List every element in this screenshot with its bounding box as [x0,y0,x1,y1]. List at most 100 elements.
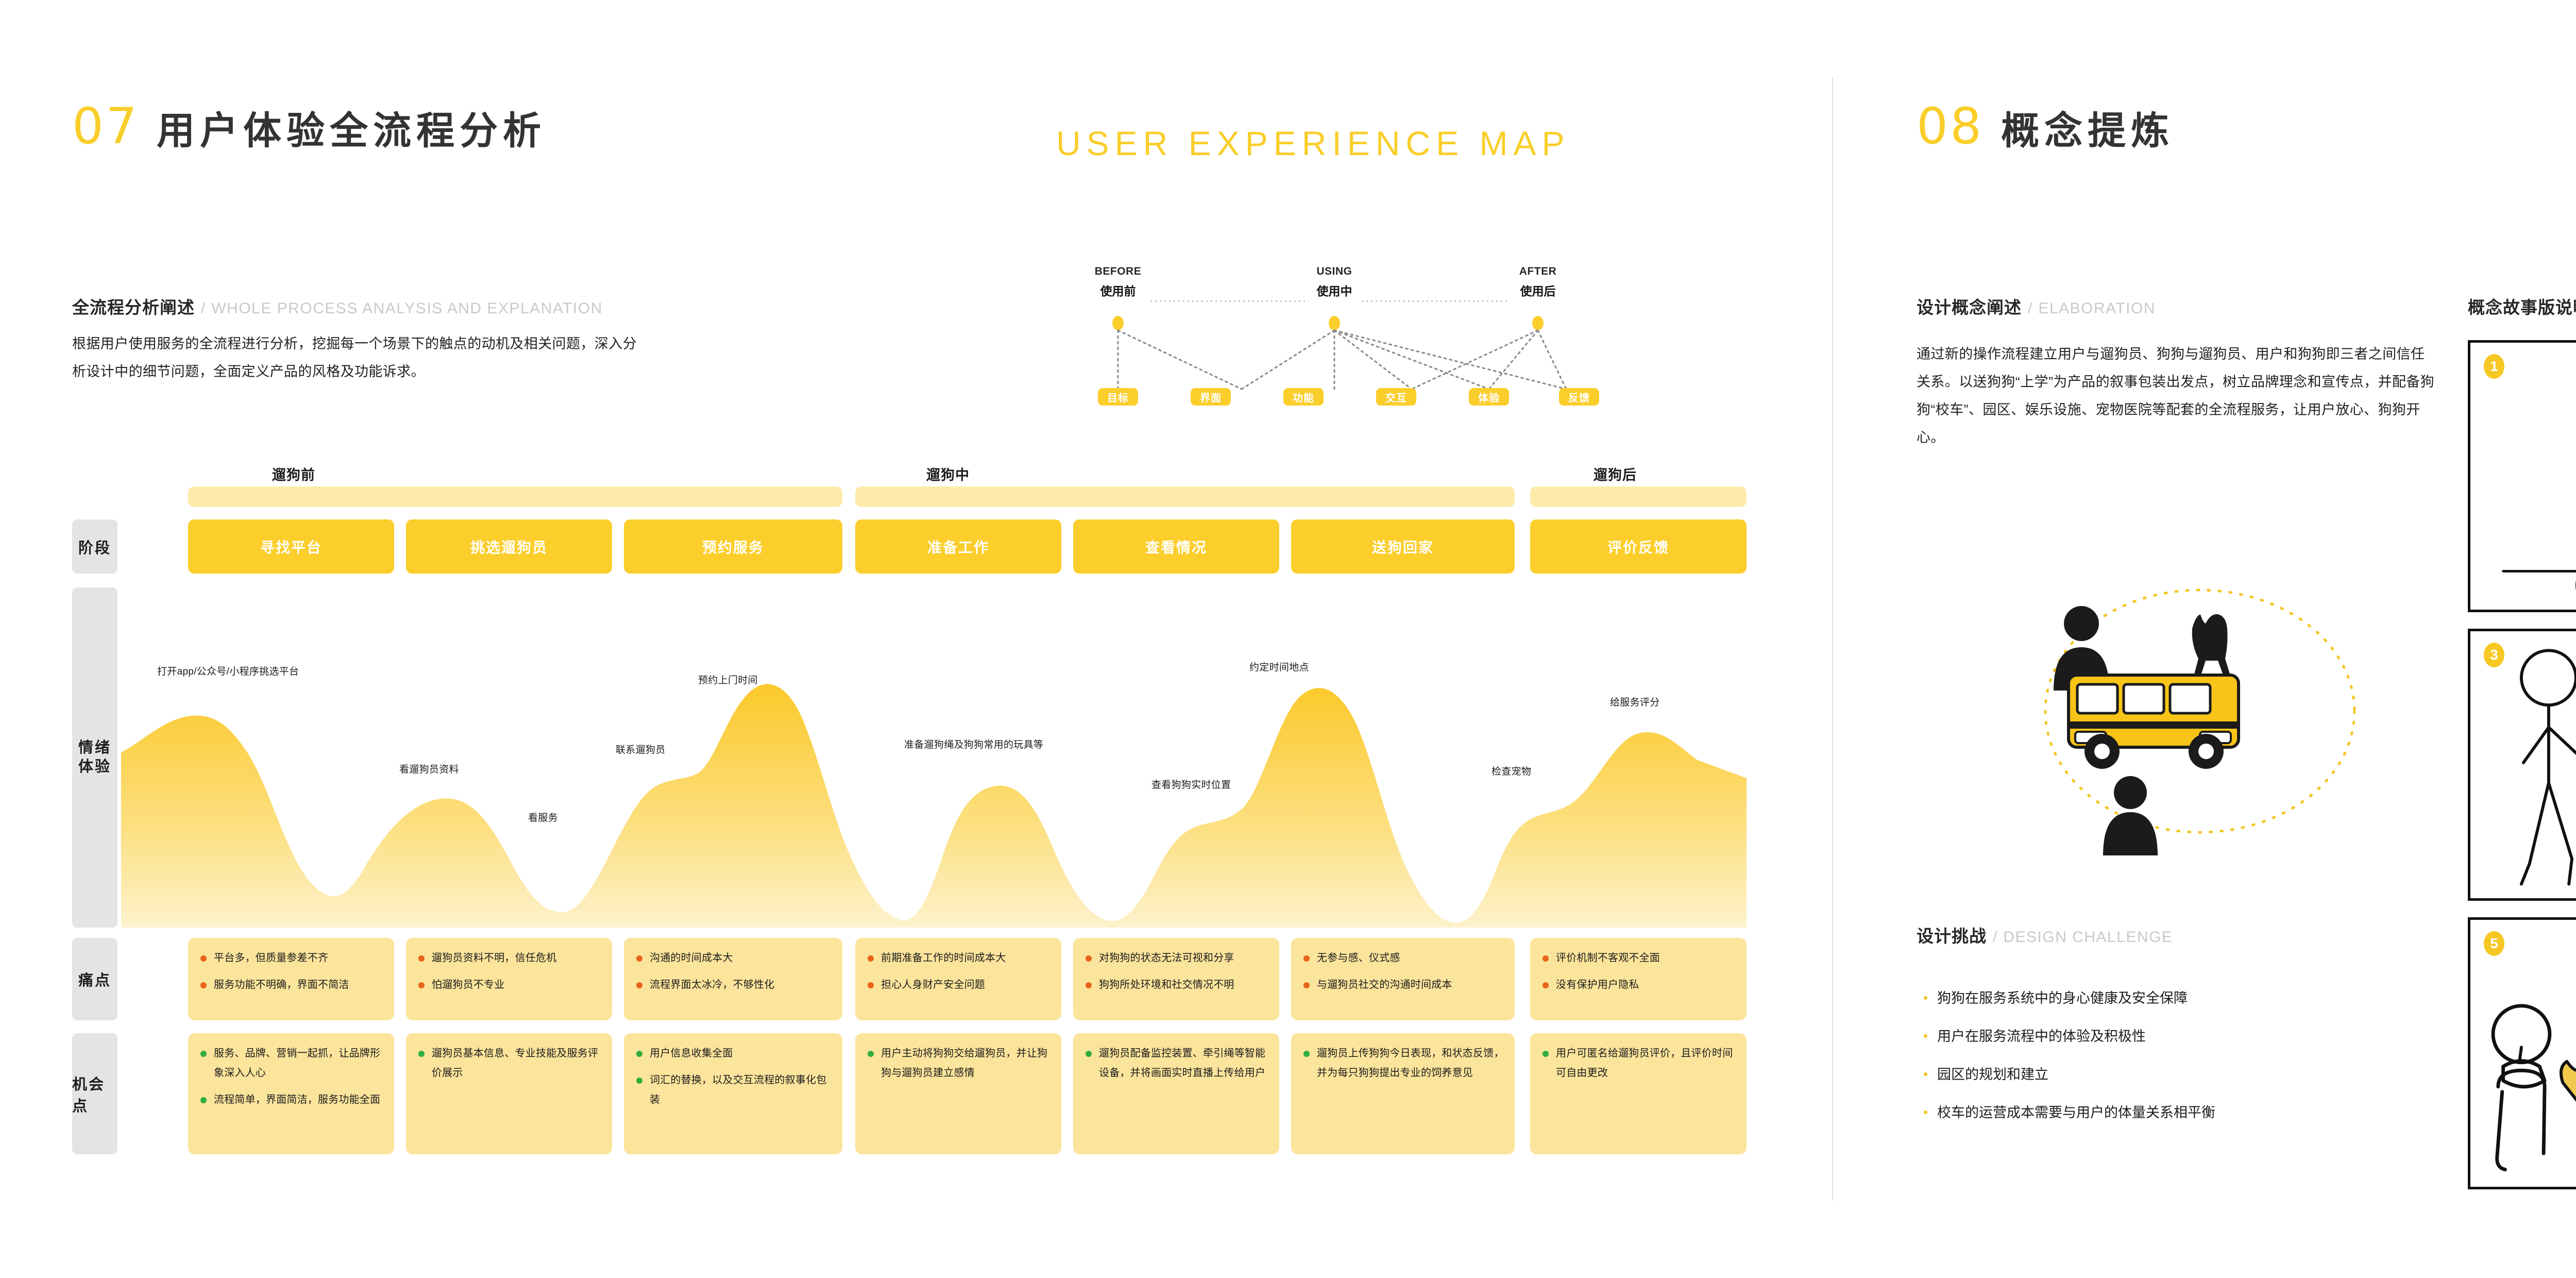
bua-chip-interaction[interactable]: 交互 [1376,388,1416,406]
stage-cell-book-service[interactable]: 预约服务 [624,519,842,574]
slide-divider [1832,77,1833,1201]
emotion-curve-svg [121,684,1747,928]
bua-after-en: AFTER [1519,265,1557,277]
opportunity-list-5: 遛狗员上传狗狗今日表现，和状态反馈，并为每只狗狗提出专业的饲养意见 [1301,1044,1504,1083]
left-paragraph: 根据用户使用服务的全流程进行分析，挖掘每一个场景下的触点的动机及相关问题，深入分… [72,336,637,379]
storyboard-panel-1[interactable]: 1 [2468,340,2576,612]
challenge-item: 狗狗在服务系统中的身心健康及安全保障 [1922,979,2442,1017]
design-challenge-en: DESIGN CHALLENGE [2003,929,2173,946]
pain-card-1: 遛狗员资料不明，信任危机 怕遛狗员不专业 [406,938,612,1020]
opportunity-item: 用户主动将狗狗交给遛狗员，并让狗狗与遛狗员建立感情 [866,1044,1051,1083]
touchpoint-label-5: 准备遛狗绳及狗狗常用的玩具等 [904,739,1044,750]
bua-chip-function[interactable]: 功能 [1283,388,1324,406]
opportunity-item: 用户可匿名给遛狗员评价，且评价时间可自由更改 [1540,1044,1736,1083]
opportunity-list-3: 用户主动将狗狗交给遛狗员，并让狗狗与遛狗员建立感情 [866,1044,1051,1083]
storyboard-panel-3[interactable]: 3 [2468,629,2576,901]
story-description-cn: 概念故事版说明 [2468,298,2576,317]
bua-column-before: BEFORE 使用前 [1095,265,1142,299]
bua-link-network [1117,329,1567,390]
row-label-emotion-line1: 情绪 [78,739,111,756]
phase-bar-after-walk [1530,486,1747,507]
storyboard-number-3: 3 [2484,643,2504,667]
stage-cell-check-status[interactable]: 查看情况 [1073,519,1279,574]
pain-item: 遛狗员资料不明，信任危机 [416,948,602,968]
bua-chip-ui[interactable]: 界面 [1191,388,1231,406]
stage-cell-return-dog[interactable]: 送狗回家 [1291,519,1515,574]
story-description-subheader: 概念故事版说明 / CONCEPT STORY DESCRIPTION [2468,294,2576,318]
bua-node-before [1112,316,1124,330]
pain-card-6: 评价机制不客观不全面 没有保护用户隐私 [1530,938,1747,1020]
stage-cell-preparation[interactable]: 准备工作 [855,519,1061,574]
design-challenge-cn: 设计挑战 [1917,927,1987,946]
subheader-slash: / [201,300,206,317]
touchpoint-label-4: 预约上门时间 [698,675,758,686]
concept-illustration-svg [2044,588,2356,855]
pain-item: 没有保护用户隐私 [1540,975,1736,995]
phase-bar-during-walk [855,486,1515,507]
bua-chip-goal[interactable]: 目标 [1098,388,1138,406]
pain-list-6: 评价机制不客观不全面 没有保护用户隐私 [1540,948,1736,995]
touchpoint-label-1: 看遛狗员资料 [399,764,459,775]
storyboard-sketch-3 [2520,649,2576,886]
whole-process-subheader: 全流程分析阐述 / WHOLE PROCESS ANALYSIS AND EXP… [72,294,603,318]
challenge-item: 园区的规划和建立 [1922,1055,2442,1094]
right-section-number: 08 [1917,97,1984,155]
storyboard-sketch-1 [2502,569,2576,591]
dotted-connector-using-after [1360,300,1510,302]
bua-before-en: BEFORE [1094,265,1142,277]
bua-node-using [1329,316,1340,330]
whole-process-subheader-cn: 全流程分析阐述 [72,298,195,317]
bua-using-cn: 使用中 [1316,284,1352,298]
dotted-connector-before-using [1149,300,1309,302]
left-section-en-title: USER EXPERIENCE MAP [1056,124,1570,162]
opportunity-card-4: 遛狗员配备监控装置、牵引绳等智能设备，并将画面实时直播上传给用户 [1073,1033,1279,1154]
pain-card-3: 前期准备工作的时间成本大 担心人身财产安全问题 [855,938,1061,1020]
bua-chip-feedback[interactable]: 反馈 [1559,388,1599,406]
pain-item: 流程界面太冰冷，不够性化 [634,975,832,995]
opportunity-card-2: 用户信息收集全面 词汇的替换，以及交互流程的叙事化包装 [624,1033,842,1154]
pain-item: 平台多，但质量参差不齐 [198,948,384,968]
opportunity-item: 用户信息收集全面 [634,1044,832,1063]
pain-item: 担心人身财产安全问题 [866,975,1051,995]
pain-list-5: 无参与感、仪式感 与遛狗员社交的沟通时间成本 [1301,948,1504,995]
bua-column-using: USING 使用中 [1316,265,1352,299]
right-paragraph: 通过新的操作流程建立用户与遛狗员、狗狗与遛狗员、用户和狗狗即三者之间信任关系。以… [1917,346,2435,445]
bua-chip-experience[interactable]: 体验 [1469,388,1509,406]
touchpoint-label-7: 约定时间地点 [1249,662,1309,673]
stage-cell-pick-walker[interactable]: 挑选遛狗员 [406,519,612,574]
pain-item: 沟通的时间成本大 [634,948,832,968]
concept-elaboration-en: ELABORATION [2038,300,2156,317]
concept-illustration [1911,546,2442,876]
row-label-pain: 痛点 [72,938,117,1020]
opportunity-card-5: 遛狗员上传狗狗今日表现，和状态反馈，并为每只狗狗提出专业的饲养意见 [1291,1033,1515,1154]
touchpoint-label-0: 打开app/公众号/小程序挑选平台 [157,666,299,677]
touchpoint-label-8: 检查宠物 [1492,766,1532,777]
concept-elaboration-cn: 设计概念阐述 [1917,298,2022,317]
bua-after-cn: 使用后 [1520,284,1556,298]
opportunity-list-2: 用户信息收集全面 词汇的替换，以及交互流程的叙事化包装 [634,1044,832,1109]
touchpoint-label-2: 看服务 [528,813,558,823]
stage-cell-find-platform[interactable]: 寻找平台 [188,519,394,574]
user-journey-map: 遛狗前 遛狗中 遛狗后 阶段 寻找平台 挑选遛狗员 预约服务 准备工作 查看情况… [72,464,1747,1154]
row-label-emotion-line2: 体验 [78,759,111,775]
opportunity-item: 词汇的替换，以及交互流程的叙事化包装 [634,1070,832,1109]
pain-list-1: 遛狗员资料不明，信任危机 怕遛狗员不专业 [416,948,602,995]
opportunity-list-4: 遛狗员配备监控装置、牵引绳等智能设备，并将画面实时直播上传给用户 [1083,1044,1269,1083]
emotion-curve-area [121,684,1747,928]
challenge-item: 用户在服务流程中的体验及积极性 [1922,1017,2442,1055]
right-section-header: 08 概念提炼 [1917,97,2174,155]
pain-list-0: 平台多，但质量参差不齐 服务功能不明确，界面不简洁 [198,948,384,995]
storyboard-panel-5[interactable]: 5 [2468,917,2576,1189]
challenge-item: 校车的运营成本需要与用户的体量关系相平衡 [1922,1094,2442,1132]
stage-cell-rate-feedback[interactable]: 评价反馈 [1530,519,1747,574]
pain-item: 前期准备工作的时间成本大 [866,948,1051,968]
bua-column-after: AFTER 使用后 [1519,265,1557,299]
pain-item: 狗狗所处环境和社交情况不明 [1083,975,1269,995]
pain-list-2: 沟通的时间成本大 流程界面太冰冷，不够性化 [634,948,832,995]
design-challenge-subheader: 设计挑战 / DESIGN CHALLENGE [1917,922,2173,947]
before-using-after-diagram: BEFORE 使用前 USING 使用中 AFTER 使用后 [1072,265,1690,415]
opportunity-item: 遛狗员配备监控装置、牵引绳等智能设备，并将画面实时直播上传给用户 [1083,1044,1269,1083]
subheader-slash: / [1993,929,1997,946]
touchpoint-label-9: 给服务评分 [1610,697,1660,708]
pain-card-5: 无参与感、仪式感 与遛狗员社交的沟通时间成本 [1291,938,1515,1020]
